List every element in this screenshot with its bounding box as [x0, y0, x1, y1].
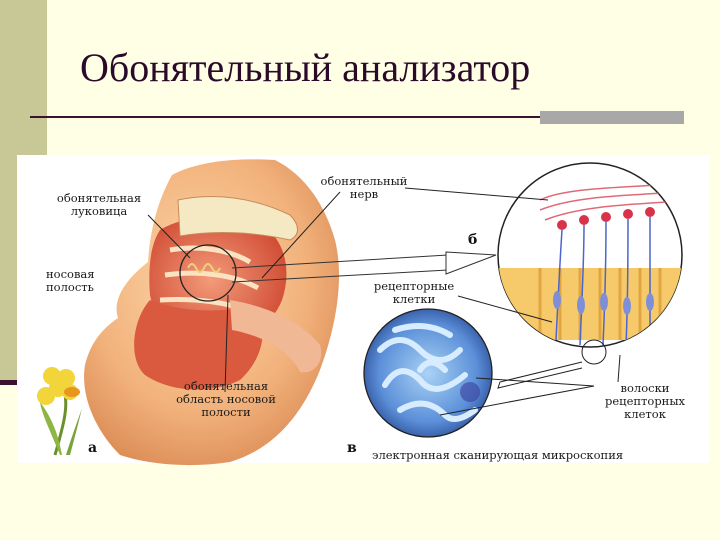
- zoom-circle-head: [179, 244, 237, 302]
- panel-letter-b: б: [468, 232, 478, 248]
- label-receptor-cells: рецепторные клетки: [373, 279, 455, 306]
- label-olfactory-area: обонятельная область носовой полости: [176, 379, 276, 419]
- oral-tissue: [134, 300, 263, 390]
- leader-lines: [147, 187, 621, 416]
- throat: [230, 300, 322, 373]
- daffodil-flower: [37, 367, 82, 456]
- slide-title: Обонятельный анализатор: [80, 45, 531, 90]
- label-receptor-hairs: волоски рецепторных клеток: [605, 381, 685, 421]
- sem-micrograph: [363, 308, 493, 438]
- zoom-arrow: [445, 251, 497, 275]
- head-cross-section: [84, 159, 340, 466]
- title-underline: [30, 116, 542, 118]
- label-olfactory-bulb: обонятельная луковица: [56, 191, 142, 218]
- title-underline-accent: [540, 111, 684, 124]
- label-olfactory-nerve: обонятельный нерв: [320, 174, 408, 201]
- skull-base-bone: [177, 196, 298, 241]
- olfactory-bulb-shape: [187, 263, 221, 273]
- label-microscopy-caption: электронная сканирующая микроскопия: [372, 448, 624, 462]
- panel-letter-a: а: [88, 440, 98, 456]
- epithelium-magnification: [497, 162, 683, 365]
- zoom-connector: [231, 254, 449, 283]
- label-nasal-cavity: носовая полость: [46, 267, 95, 294]
- panel-letter-v: в: [347, 440, 357, 456]
